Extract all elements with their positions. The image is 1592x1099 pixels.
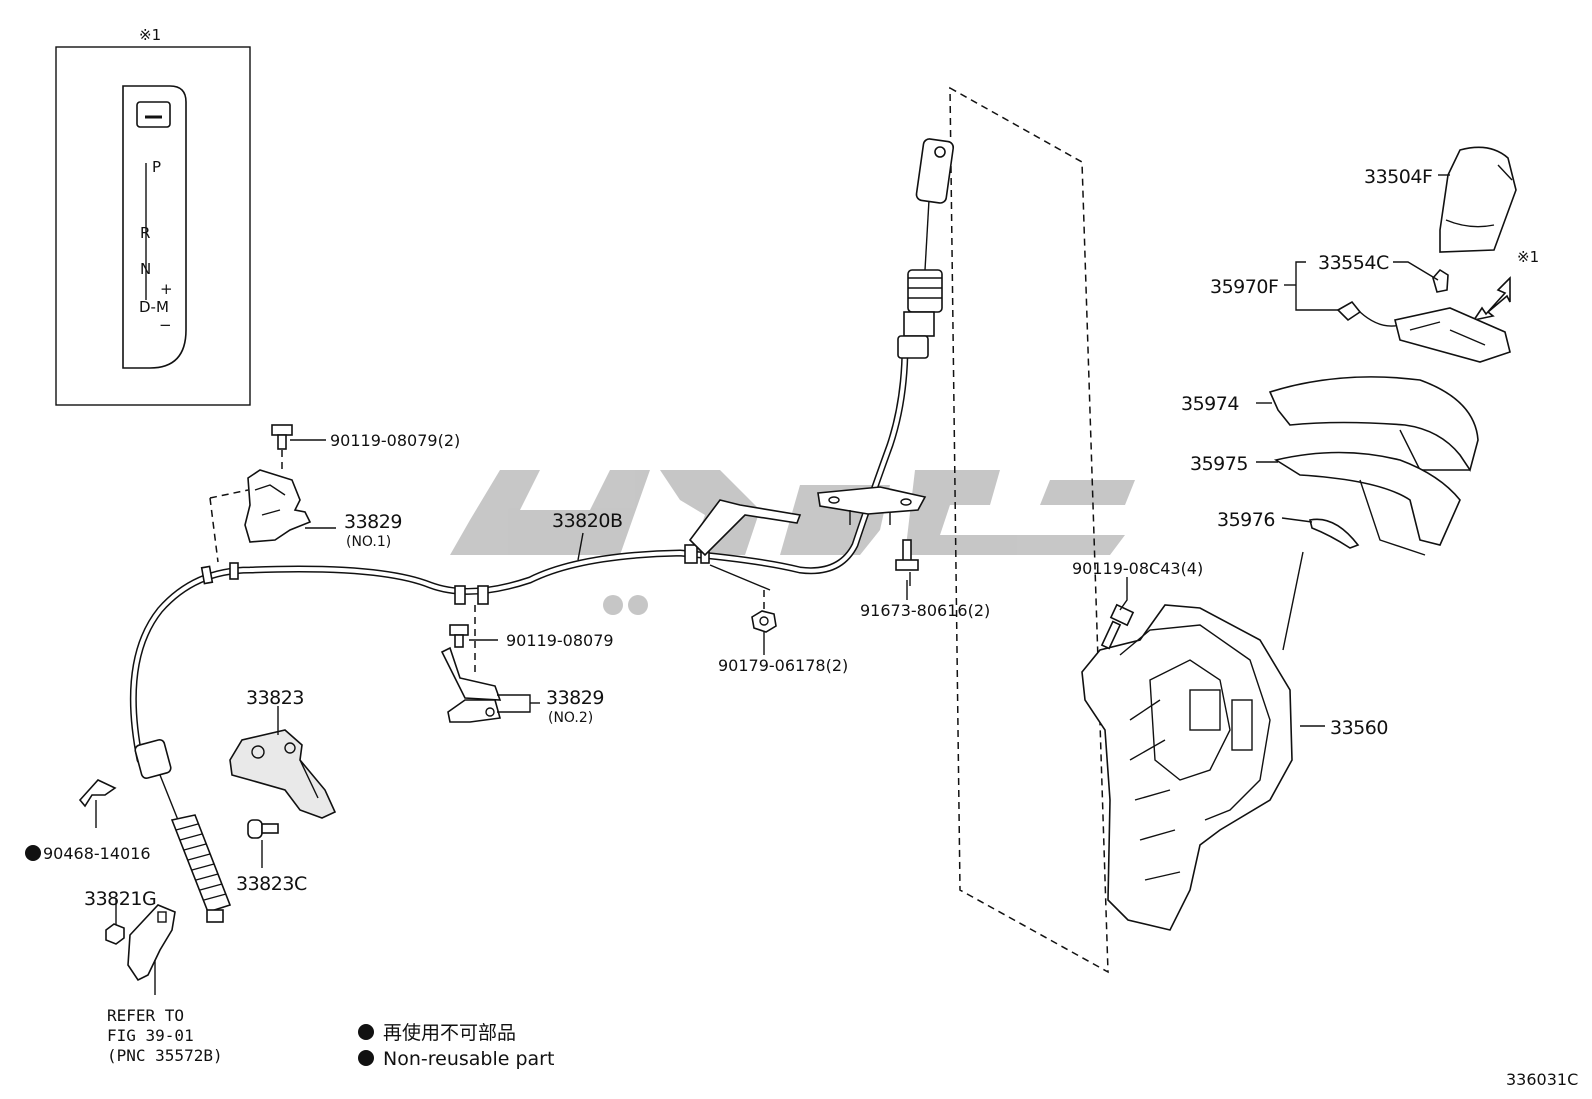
refer-line1: REFER TO: [107, 1006, 184, 1025]
gate-plate: [122, 85, 187, 369]
gate-minus: −: [159, 316, 172, 334]
cable-upper-end: [897, 138, 955, 359]
label-33823: 33823: [246, 687, 304, 709]
gate-pos-p: P: [152, 158, 161, 176]
label-91673-80616: 91673-80616(2): [860, 601, 990, 620]
label-90119-08C43: 90119-08C43(4): [1072, 559, 1203, 578]
legend-dot-1: [358, 1024, 374, 1040]
refer-line2: FIG 39-01: [107, 1026, 194, 1045]
bracket-33829-no1: [209, 424, 312, 563]
gate-plate-inset: ※1 P R N D-M + −: [55, 26, 251, 406]
gate-pos-dm: D-M: [139, 298, 169, 316]
label-35975: 35975: [1190, 453, 1248, 475]
label-33829-no1-sub: (NO.1): [346, 534, 391, 550]
label-33823C: 33823C: [236, 873, 307, 895]
label-33554C: 33554C: [1318, 252, 1389, 274]
label-33820B: 33820B: [552, 510, 622, 532]
cable-lower-end: [134, 739, 232, 923]
label-33829-no1: 33829: [344, 511, 402, 533]
label-90468-14016: 90468-14016: [43, 844, 151, 863]
legend-line2: Non-reusable part: [383, 1048, 554, 1070]
nut-33821G: [105, 904, 176, 982]
label-35976: 35976: [1217, 509, 1275, 531]
view-arrow: [1472, 276, 1511, 322]
assembly-boundary: [949, 86, 1109, 974]
clip-90468: [78, 779, 117, 808]
gate-pos-r: R: [140, 224, 150, 242]
watermark-logo: [450, 470, 1135, 615]
bolt-33823C: [247, 819, 279, 839]
shift-lever-assembly: [1081, 551, 1304, 931]
cable-mount-plate: [817, 486, 927, 525]
gate-pos-n: N: [140, 260, 151, 278]
label-90119-08079-2: 90119-08079(2): [330, 431, 460, 450]
inset-marker: ※1: [139, 26, 161, 44]
inset-frame: [55, 46, 251, 406]
figure-code: 336031C: [1506, 1070, 1578, 1089]
shift-knob: [1439, 146, 1517, 253]
clip-33554C: [1432, 268, 1449, 293]
gate-button: [136, 101, 171, 128]
cover-35975: [1273, 451, 1461, 556]
label-33560: 33560: [1330, 717, 1388, 739]
label-33504F: 33504F: [1364, 166, 1432, 188]
label-33821G: 33821G: [84, 888, 156, 910]
bracket-33823: [229, 729, 337, 819]
cover-35976: [1309, 518, 1360, 549]
label-90119-08079: 90119-08079: [506, 631, 614, 650]
leader-lines: [95, 174, 1450, 995]
label-35970F: 35970F: [1210, 276, 1278, 298]
mid-bracket: [688, 499, 802, 591]
label-33829-no2-sub: (NO.2): [548, 710, 593, 726]
refer-line3: (PNC 35572B): [107, 1046, 223, 1065]
legend-dot-2: [358, 1050, 374, 1066]
harness-35970F: [1336, 300, 1511, 363]
label-35974: 35974: [1181, 393, 1239, 415]
nut-90179: [751, 590, 777, 633]
gate-plus: +: [160, 280, 173, 298]
bracket-33829-no2: [440, 605, 502, 723]
label-marker-1: ※1: [1517, 248, 1539, 266]
bolt-90119-08C43: [1100, 603, 1135, 650]
label-90179-06178: 90179-06178(2): [718, 656, 848, 675]
bolt-91673: [895, 539, 919, 586]
legend-line1: 再使用不可部品: [383, 1022, 516, 1044]
label-33829-no2: 33829: [546, 687, 604, 709]
non-reusable-dot: [25, 845, 41, 861]
